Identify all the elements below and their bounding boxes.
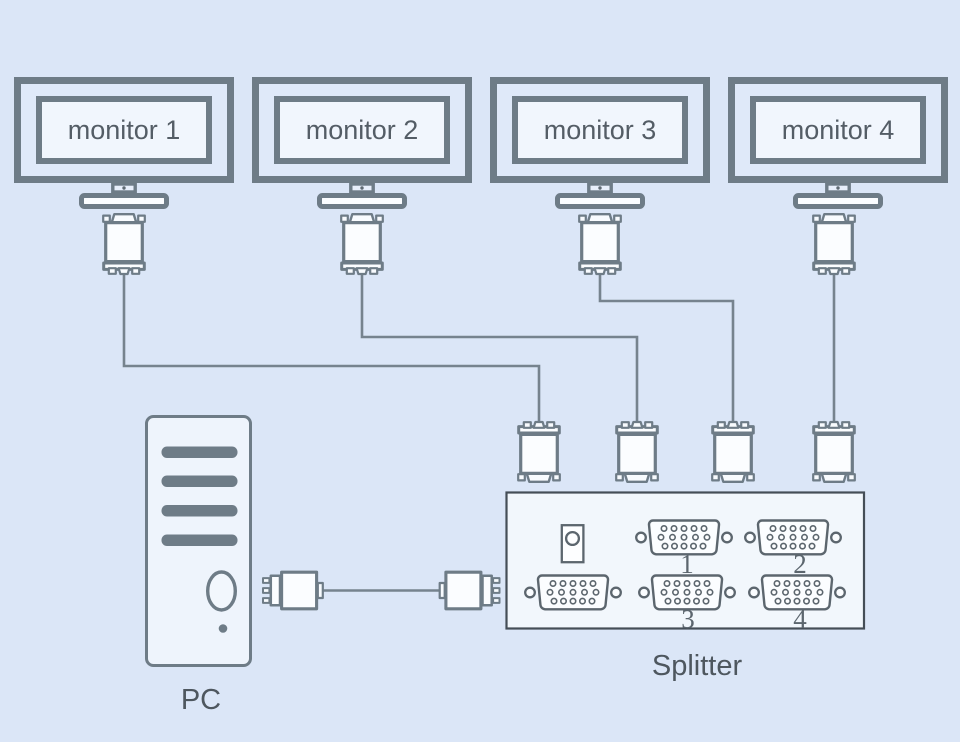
monitor-1: monitor 1	[18, 81, 231, 276]
splitter-power-socket	[560, 524, 585, 564]
monitor-4: monitor 4	[732, 81, 945, 276]
splitter-input-connector-4	[811, 420, 857, 484]
pc-tower: PC	[145, 415, 252, 716]
pc-label: PC	[181, 684, 221, 716]
splitter-port-4-number: 4	[793, 604, 807, 634]
pc-power-button	[205, 570, 237, 612]
monitor-4-vga-connector	[811, 212, 857, 276]
splitter-port-3-number: 3	[681, 604, 695, 634]
monitor-3: monitor 3	[494, 81, 707, 276]
monitor-2: monitor 2	[256, 81, 469, 276]
cables	[122, 274, 836, 592]
cable-monitor-1	[122, 274, 541, 422]
splitter-input-connector-2	[614, 420, 660, 484]
cable-monitor-2	[360, 274, 639, 422]
splitter-input-connector-3	[710, 420, 756, 484]
splitter-box: 1 2 3 4	[505, 491, 866, 634]
splitter-port-1-number: 1	[680, 549, 694, 579]
monitor-1-vga-connector	[101, 212, 147, 276]
splitter-port-2-number: 2	[793, 549, 807, 579]
monitor-3-vga-connector	[577, 212, 623, 276]
splitter-input-connector-1	[516, 420, 562, 484]
pc-vents	[161, 446, 238, 546]
splitter-side-vga-connector	[438, 570, 502, 611]
monitor-1-label: monitor 1	[68, 115, 181, 145]
cable-monitor-3	[598, 274, 735, 422]
monitor-3-label: monitor 3	[544, 115, 657, 145]
splitter-port-input	[524, 574, 622, 611]
monitor-2-label: monitor 2	[306, 115, 419, 145]
monitor-2-vga-connector	[339, 212, 385, 276]
pc-led	[218, 624, 228, 633]
splitter-label: Splitter	[652, 650, 743, 682]
monitor-4-label: monitor 4	[782, 115, 895, 145]
pc-side-vga-connector	[261, 570, 325, 611]
